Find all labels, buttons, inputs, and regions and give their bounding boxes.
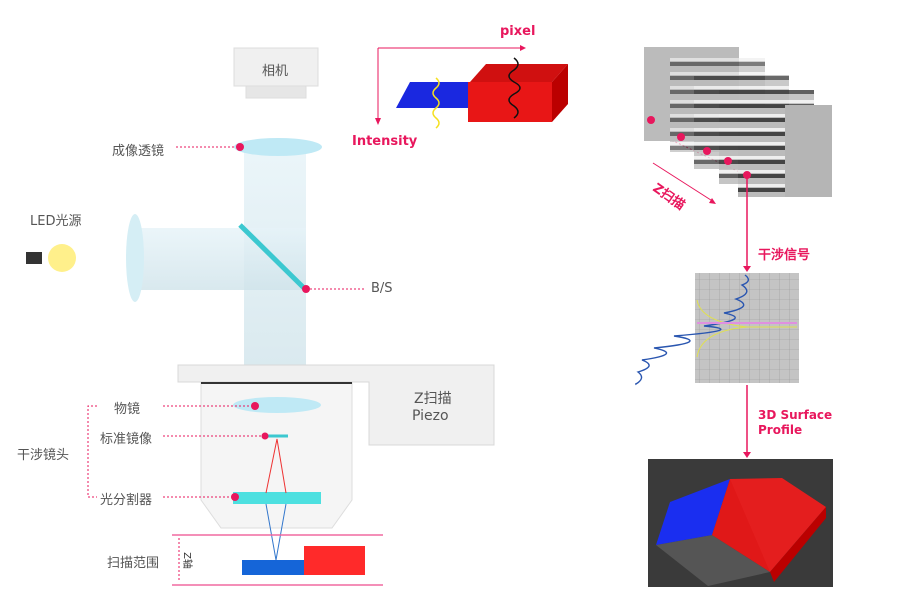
label-led: LED光源 <box>30 214 82 229</box>
label-profile-2: Profile <box>758 423 803 437</box>
fringe-image-stack <box>644 47 832 197</box>
label-z-axis: Z轴 <box>180 552 192 569</box>
label-camera: 相机 <box>262 64 289 79</box>
label-pixel: pixel <box>500 24 536 39</box>
label-piezo-2: Piezo <box>412 408 449 424</box>
led-bulb-icon <box>26 244 76 272</box>
camera <box>233 47 319 99</box>
label-scan-range: 扫描范围 <box>107 556 160 571</box>
label-imaging-lens: 成像透镜 <box>112 144 165 159</box>
label-interference-signal: 干涉信号 <box>758 248 811 263</box>
sample-high <box>304 546 365 575</box>
label-bs: B/S <box>371 281 393 296</box>
surface-profile-3d <box>648 459 833 587</box>
horizontal-beam <box>140 228 306 290</box>
led-lens <box>126 214 144 302</box>
label-beam-splitter: 光分割器 <box>100 493 153 508</box>
label-piezo-1: Z扫描 <box>414 391 452 407</box>
beam-splitter-plate <box>238 223 308 292</box>
sample-low <box>242 560 304 575</box>
piezo-stage <box>177 364 495 446</box>
label-profile-1: 3D Surface <box>758 408 833 422</box>
pixel-intensity-figure <box>375 45 568 129</box>
label-interference-head: 干涉镜头 <box>17 448 70 463</box>
label-objective: 物镜 <box>114 402 141 417</box>
objective-lens <box>233 397 321 413</box>
imaging-lens <box>234 138 322 156</box>
label-intensity: Intensity <box>352 134 418 149</box>
label-reference-mirror: 标准镜像 <box>100 432 153 447</box>
beam-splitter <box>233 492 321 504</box>
